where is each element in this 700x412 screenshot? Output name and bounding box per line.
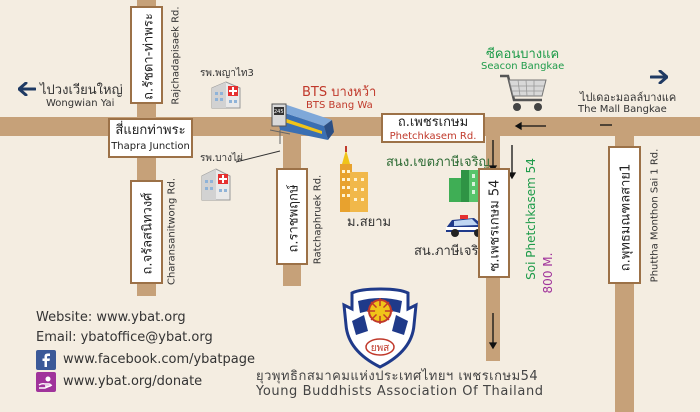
bts-train-icon: 245	[270, 103, 334, 144]
contact-email[interactable]: Email: ybatoffice@ybat.org	[36, 330, 213, 345]
contact-facebook-link[interactable]: www.facebook.com/ybatpage	[63, 352, 255, 367]
road-name-ratchaphruek-th: ถ.ราชพฤกษ์	[286, 184, 302, 253]
pointer-line	[235, 150, 281, 163]
road-name-phetchkasem-en: Phetchkasem Rd.	[389, 131, 477, 142]
donate-hand-icon	[36, 372, 56, 392]
label-seacon-th: ซีคอนบางแค	[486, 47, 560, 62]
road-name-charansanitwong-en: Charansanitwong Rd.	[166, 177, 178, 286]
label-hospital-phyathai3: รพ.พญาไท3	[200, 68, 254, 79]
label-seacon-en: Seacon Bangkae	[481, 61, 565, 72]
university-building-icon	[340, 146, 368, 212]
contact-donate-link[interactable]: www.ybat.org/donate	[63, 374, 203, 389]
road-name-rajchadapisaek-en: Rajchadapisaek Rd.	[170, 6, 182, 105]
road-name-soi54-en: Soi Phetchkasem 54	[524, 158, 538, 280]
facebook-icon	[36, 350, 56, 370]
road-name-charansanitwong-th: ถ.จรัลสนิทวงศ์	[140, 192, 156, 275]
road-sign-ratchaphruek: ถ.ราชพฤกษ์	[276, 168, 308, 265]
road-sign-soi-54: ซ.เพชรเกษม 54	[478, 168, 510, 278]
road-sign-phetchkasem: ถ.เพชรเกษม Phetchkasem Rd.	[381, 113, 485, 143]
org-name-en: Young Buddhists Association Of Thailand	[256, 384, 544, 399]
ybat-logo: ยพส	[342, 287, 418, 369]
road-sign-charansanitwong: ถ.จรัลสนิทวงศ์	[130, 180, 163, 284]
label-wongwian-yai-th: ไปวงเวียนใหญ่	[40, 83, 123, 98]
label-mall-th: ไปเดอะมอลล์บางแค	[580, 91, 677, 104]
junction-name-thapra-en: Thapra Junction	[111, 141, 190, 152]
hospital-icon	[211, 81, 241, 109]
arrow-right-icon	[650, 70, 668, 84]
label-wongwian-yai-en: Wongwian Yai	[46, 98, 115, 109]
logo-text: ยพส	[371, 343, 390, 354]
junction-name-thapra-th: สี่แยกท่าพระ	[115, 123, 186, 138]
junction-sign-thapra: สี่แยกท่าพระ Thapra Junction	[108, 118, 193, 158]
org-name-th: ยุวพุทธิกสมาคมแห่งประเทศไทยฯ เพชรเกษม54	[256, 369, 539, 384]
road-name-phuttha-en: Phuttha Monthon Sai 1 Rd.	[649, 148, 661, 283]
label-police-station: สน.ภาษีเจริญ	[414, 244, 490, 259]
shopping-cart-icon	[500, 74, 547, 111]
label-bts-en: BTS Bang Wa	[306, 100, 373, 111]
police-car-icon	[446, 215, 486, 237]
label-district-office: สนง.เขตภาษีเจริญ	[386, 155, 490, 170]
road-name-rajchadapisaek-th: ถ.รัชดา-ท่าพระ	[141, 13, 157, 100]
road-sign-phuttha-monthon: ถ.พุทธมณฑลสาย1	[608, 146, 641, 284]
road-name-ratchaphruek-en: Ratchaphruek Rd.	[312, 174, 324, 265]
road-name-phetchkasem-th: ถ.เพชรเกษม	[397, 115, 469, 130]
arrow-left-icon	[18, 82, 36, 96]
road-name-phuttha-th: ถ.พุทธมณฑลสาย1	[618, 163, 634, 272]
label-distance: 800 M.	[541, 252, 555, 294]
road-sign-rajchadapisaek: ถ.รัชดา-ท่าพระ	[130, 6, 163, 104]
hospital-icon	[201, 168, 231, 201]
svg-text:245: 245	[274, 109, 284, 115]
label-siam-university: ม.สยาม	[347, 215, 392, 230]
label-bts-th: BTS บางหว้า	[302, 85, 377, 100]
road-name-soi54-th: ซ.เพชรเกษม 54	[487, 179, 503, 272]
label-hospital-bangphai: รพ.บางไผ่	[200, 153, 243, 164]
label-mall-en: The Mall Bangkae	[578, 104, 667, 115]
contact-website[interactable]: Website: www.ybat.org	[36, 310, 186, 325]
